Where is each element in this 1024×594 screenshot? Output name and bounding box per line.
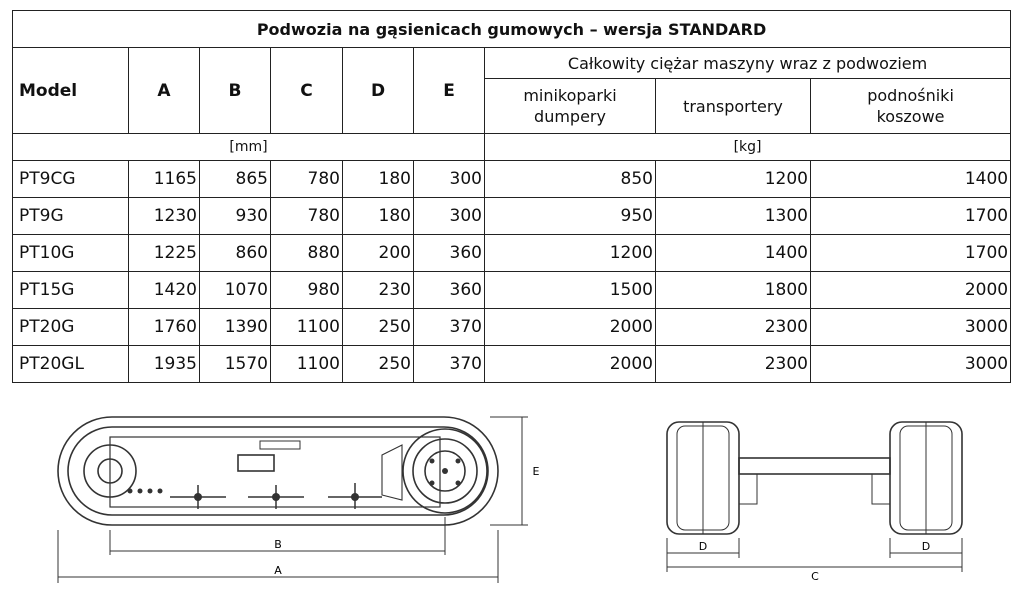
- cell-d: 180: [342, 197, 414, 235]
- cell-weight-podnosniki: 3000: [809, 308, 1012, 346]
- cell-b: 860: [199, 234, 271, 272]
- cell-e: 300: [413, 160, 485, 198]
- cell-e: 360: [413, 234, 485, 272]
- table-row: PT15G 1420 1070 980 230 360 1500 1800 20…: [12, 271, 1012, 309]
- cell-b: 930: [199, 197, 271, 235]
- cell-weight-podnosniki: 1700: [809, 197, 1012, 235]
- cell-weight-transportery: 2300: [655, 345, 811, 383]
- cell-c: 1100: [270, 345, 343, 383]
- cell-c: 980: [270, 271, 343, 309]
- cell-weight-minikoparki: 2000: [484, 345, 656, 383]
- table-title: Podwozia na gąsienicach gumowych – wersj…: [11, 10, 1012, 48]
- cell-b: 865: [199, 160, 271, 198]
- cell-b: 1390: [199, 308, 271, 346]
- cell-weight-minikoparki: 1200: [484, 234, 656, 272]
- dim-label-d-left: D: [699, 540, 707, 553]
- spec-table: Podwozia na gąsienicach gumowych – wersj…: [11, 10, 1012, 383]
- cell-e: 360: [413, 271, 485, 309]
- cell-a: 1420: [128, 271, 200, 309]
- cell-c: 1100: [270, 308, 343, 346]
- dim-label-d-right: D: [922, 540, 930, 553]
- dim-label-b: B: [274, 538, 282, 551]
- header-c: C: [270, 47, 343, 134]
- cell-weight-podnosniki: 1700: [809, 234, 1012, 272]
- cell-d: 180: [342, 160, 414, 198]
- cell-weight-transportery: 2300: [655, 308, 811, 346]
- table-row: PT20G 1760 1390 1100 250 370 2000 2300 3…: [12, 308, 1012, 346]
- cell-weight-transportery: 1200: [655, 160, 811, 198]
- unit-kg: [kg]: [483, 133, 1012, 161]
- header-d: D: [342, 47, 414, 134]
- header-model: Model: [12, 47, 129, 134]
- header-e: E: [413, 47, 485, 134]
- cell-a: 1165: [128, 160, 200, 198]
- cell-weight-transportery: 1300: [655, 197, 811, 235]
- front-view-drawing: D D C: [666, 421, 963, 583]
- header-b: B: [199, 47, 271, 134]
- dim-label-c: C: [811, 570, 819, 583]
- cell-d: 230: [342, 271, 414, 309]
- cell-model: PT20G: [12, 308, 129, 346]
- cell-d: 250: [342, 308, 414, 346]
- cell-b: 1070: [199, 271, 271, 309]
- side-view-drawing: B A E: [57, 416, 540, 583]
- cell-d: 250: [342, 345, 414, 383]
- cell-c: 780: [270, 160, 343, 198]
- cell-weight-minikoparki: 950: [484, 197, 656, 235]
- dim-label-e: E: [533, 465, 540, 478]
- cell-a: 1230: [128, 197, 200, 235]
- table-row: PT20GL 1935 1570 1100 250 370 2000 2300 …: [12, 345, 1012, 383]
- cell-weight-podnosniki: 2000: [809, 271, 1012, 309]
- cell-model: PT9CG: [12, 160, 129, 198]
- cell-e: 370: [413, 308, 485, 346]
- cell-weight-podnosniki: 1400: [809, 160, 1012, 198]
- cell-b: 1570: [199, 345, 271, 383]
- cell-model: PT15G: [12, 271, 129, 309]
- cell-c: 780: [270, 197, 343, 235]
- cell-model: PT10G: [12, 234, 129, 272]
- unit-mm: [mm]: [12, 133, 485, 161]
- dim-label-a: A: [274, 564, 282, 577]
- cell-weight-minikoparki: 850: [484, 160, 656, 198]
- table-row: PT10G 1225 860 880 200 360 1200 1400 170…: [12, 234, 1012, 272]
- cell-weight-transportery: 1400: [655, 234, 811, 272]
- cell-e: 300: [413, 197, 485, 235]
- header-a: A: [128, 47, 200, 134]
- table-row: PT9G 1230 930 780 180 300 950 1300 1700: [12, 197, 1012, 235]
- cell-a: 1225: [128, 234, 200, 272]
- cell-model: PT20GL: [12, 345, 129, 383]
- header-total-weight: Całkowity ciężar maszyny wraz z podwozie…: [483, 47, 1012, 79]
- cell-e: 370: [413, 345, 485, 383]
- cell-model: PT9G: [12, 197, 129, 235]
- cell-a: 1935: [128, 345, 200, 383]
- cell-weight-transportery: 1800: [655, 271, 811, 309]
- table-row: PT9CG 1165 865 780 180 300 850 1200 1400: [12, 160, 1012, 198]
- cell-weight-minikoparki: 1500: [484, 271, 656, 309]
- cell-d: 200: [342, 234, 414, 272]
- cell-weight-podnosniki: 3000: [809, 345, 1012, 383]
- cell-weight-minikoparki: 2000: [484, 308, 656, 346]
- cell-c: 880: [270, 234, 343, 272]
- header-transportery: transportery: [655, 78, 811, 134]
- cell-a: 1760: [128, 308, 200, 346]
